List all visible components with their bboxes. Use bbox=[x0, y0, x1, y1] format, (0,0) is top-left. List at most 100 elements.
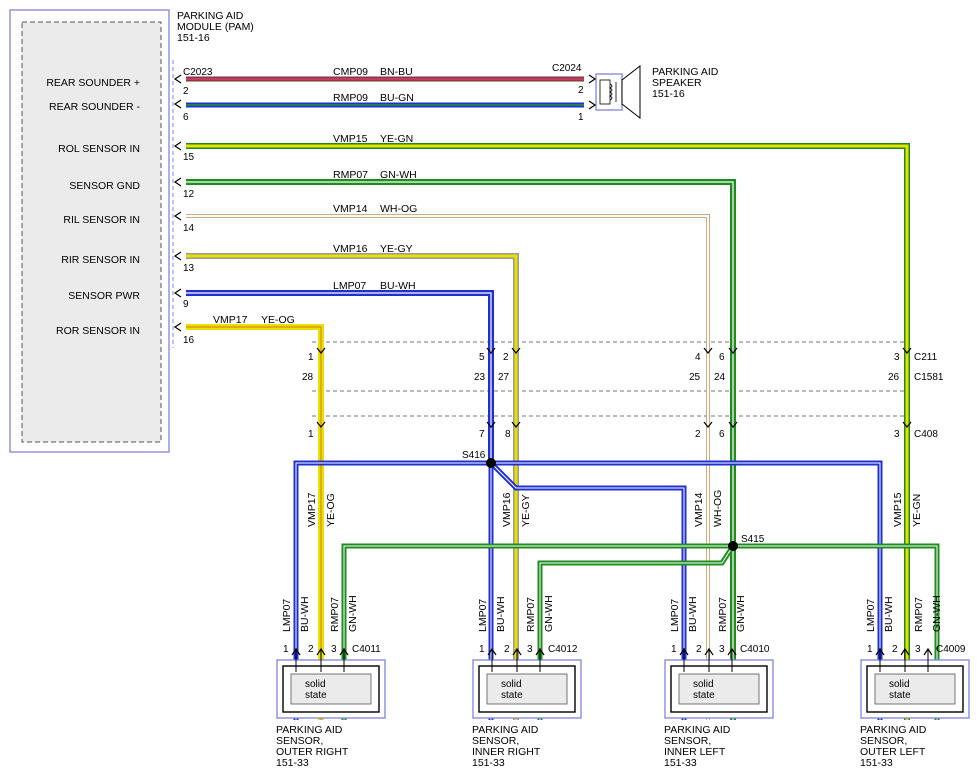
drop-color-label: YE-GY bbox=[520, 494, 532, 527]
pin-number: 6 bbox=[719, 352, 725, 363]
sensor-connector-label: C4009 bbox=[936, 644, 966, 655]
pin-number: 2 bbox=[503, 352, 509, 363]
pam-input-label: ROL SENSOR IN bbox=[58, 143, 140, 155]
sensor-pin-number: 3 bbox=[527, 644, 533, 655]
pin-number: 1 bbox=[308, 352, 314, 363]
speaker-title-line-1: PARKING AID bbox=[652, 66, 719, 78]
splice-label: S416 bbox=[462, 450, 486, 461]
wire-circuit-label: VMP15 bbox=[333, 133, 368, 145]
pam-input-label: REAR SOUNDER - bbox=[49, 101, 141, 113]
inline-connector-label: C408 bbox=[914, 429, 938, 440]
pin-number: 6 bbox=[719, 429, 725, 440]
pam-pin-number: 9 bbox=[183, 299, 189, 310]
drop-circuit-label: VMP14 bbox=[693, 492, 705, 527]
wire-circuit-label: VMP17 bbox=[213, 314, 248, 326]
sensor-wire-label: LMP07 bbox=[477, 599, 489, 632]
solid-state-text: state bbox=[305, 690, 327, 701]
sensor-wire-label: GN-WH bbox=[735, 595, 747, 632]
wire-color-label: BU-GN bbox=[380, 92, 414, 104]
drop-color-label: YE-OG bbox=[325, 493, 337, 527]
inline-connector-label: C211 bbox=[914, 352, 938, 363]
drop-color-label: YE-GN bbox=[911, 494, 923, 527]
sensor-pin-number: 3 bbox=[331, 644, 337, 655]
pam-input-label: SENSOR GND bbox=[69, 180, 140, 192]
pam-pin-number: 13 bbox=[183, 263, 195, 274]
sensor-pin-number: 2 bbox=[892, 644, 898, 655]
sensor-wire-label: GN-WH bbox=[543, 595, 555, 632]
inline-arrow-mark bbox=[902, 421, 912, 428]
speaker-title-line-2: SPEAKER bbox=[652, 77, 702, 89]
pin-number: 25 bbox=[689, 372, 701, 383]
wire-lmp07-outer-right-stripe bbox=[295, 462, 491, 720]
inline-arrow-mark bbox=[486, 421, 496, 428]
splice-s416-dot bbox=[486, 458, 496, 468]
wire-lmp07-stripe bbox=[186, 292, 492, 463]
wire-circuit-label: VMP14 bbox=[333, 203, 368, 215]
pin-number: 7 bbox=[479, 429, 485, 440]
sensor-pin-number: 1 bbox=[671, 644, 677, 655]
sensor-title-line: SENSOR, bbox=[276, 735, 323, 747]
sensor-pin-number: 3 bbox=[719, 644, 725, 655]
inline-arrow-mark bbox=[703, 421, 713, 428]
sensor-wire-label: BU-WH bbox=[883, 596, 895, 632]
wire-color-label: WH-OG bbox=[380, 203, 417, 215]
solid-state-text: state bbox=[693, 690, 715, 701]
solid-state-text: state bbox=[501, 690, 523, 701]
wire-color-label: YE-GY bbox=[380, 243, 413, 255]
sensor-pin-arrow bbox=[535, 647, 545, 656]
inline-arrow-mark bbox=[486, 347, 496, 354]
sensor-pin-number: 1 bbox=[479, 644, 485, 655]
wire-circuit-label: CMP09 bbox=[333, 66, 368, 78]
solid-state-text: solid bbox=[305, 679, 326, 690]
pam-pin-number: 12 bbox=[183, 189, 195, 200]
sensor-wire-label: RMP07 bbox=[329, 597, 341, 632]
pam-title-line-2: MODULE (PAM) bbox=[177, 21, 254, 33]
inline-connector-label: C1581 bbox=[914, 372, 944, 383]
inline-arrow-mark bbox=[728, 347, 738, 354]
pin-number: 2 bbox=[695, 429, 701, 440]
inline-arrow-mark bbox=[511, 347, 521, 354]
wire-rmp07 bbox=[186, 179, 736, 720]
sensor-pin-arrow bbox=[704, 647, 714, 656]
wire-color-label: BN-BU bbox=[380, 66, 413, 78]
pam-module-body bbox=[21, 21, 162, 443]
wire-vmp16-stripe bbox=[186, 254, 518, 720]
sensor-pin-number: 2 bbox=[308, 644, 314, 655]
wire-color-label: YE-OG bbox=[261, 314, 295, 326]
pam-connector-label: C2023 bbox=[183, 67, 213, 78]
sensor-title-line: 151-33 bbox=[664, 757, 697, 769]
pin-number: 24 bbox=[714, 372, 726, 383]
pin-number: 5 bbox=[479, 352, 485, 363]
sensor-title-line: 151-33 bbox=[860, 757, 893, 769]
sensor-title-line: PARKING AID bbox=[860, 724, 927, 736]
sensor-pin-arrow bbox=[339, 647, 349, 656]
drop-circuit-label: VMP17 bbox=[306, 492, 318, 527]
pin-number: 26 bbox=[888, 372, 900, 383]
wire-vmp17-stripe bbox=[186, 326, 322, 720]
sensor-title-line: INNER RIGHT bbox=[472, 746, 541, 758]
pin-number: 4 bbox=[695, 352, 701, 363]
wire-circuit-label: LMP07 bbox=[333, 280, 366, 292]
sensor-title-line: SENSOR, bbox=[664, 735, 711, 747]
wire-group bbox=[186, 76, 940, 720]
speaker-pin-number: 2 bbox=[578, 85, 584, 96]
sensor-pin-arrow bbox=[291, 647, 301, 656]
sensor-pin-arrow bbox=[923, 647, 933, 656]
pam-pin-number: 15 bbox=[183, 152, 195, 163]
wire-circuit-label: RMP09 bbox=[333, 92, 368, 104]
sensor-wire-label: GN-WH bbox=[931, 595, 943, 632]
sensor-wire-label: BU-WH bbox=[299, 596, 311, 632]
sensor-wire-label: LMP07 bbox=[669, 599, 681, 632]
sensor-title-line: SENSOR, bbox=[472, 735, 519, 747]
pin-number: 8 bbox=[505, 429, 511, 440]
sensor-wire-label: RMP07 bbox=[717, 597, 729, 632]
splice-s415-dot bbox=[728, 541, 738, 551]
inline-arrow-mark bbox=[703, 347, 713, 354]
sensor-title-line: 151-33 bbox=[276, 757, 309, 769]
sensor-pin-number: 1 bbox=[867, 644, 873, 655]
pin-number: 28 bbox=[302, 372, 314, 383]
sensor-wire-label: BU-WH bbox=[687, 596, 699, 632]
wire-rmp07-stripe bbox=[186, 181, 734, 720]
